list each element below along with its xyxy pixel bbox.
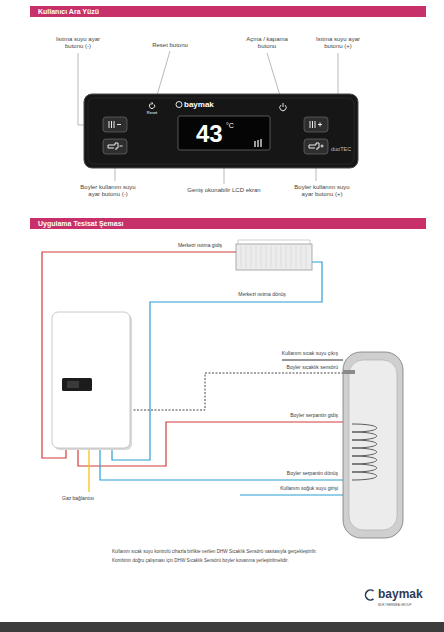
group-name: BDR THERMEA GROUP (378, 604, 411, 607)
panel-button (304, 139, 328, 154)
button-icon (176, 102, 182, 108)
button-icon (108, 102, 324, 151)
button-icon (309, 143, 324, 150)
pipe-label: Gaz bağlantısı (62, 496, 94, 502)
control-panel (88, 98, 354, 164)
section-header: Kullanıcı Ara Yüzü (30, 6, 426, 17)
radiator (236, 240, 312, 270)
radiator (241, 246, 306, 268)
brand-logo: baymak (378, 588, 423, 602)
pipe-line (130, 373, 343, 410)
radiator (241, 246, 306, 268)
button-icon (149, 103, 154, 108)
panel-button (103, 117, 328, 154)
panel-button (304, 117, 328, 132)
boiler (62, 378, 92, 391)
hot-water-tank (352, 424, 377, 480)
boiler (67, 381, 79, 388)
pipe-label: Kullanım sıcak suyu çıkış (228, 351, 338, 357)
section-title: Uygulama Tesisat Şeması (38, 218, 426, 229)
control-panel (84, 94, 358, 168)
hot-water-tank (343, 352, 403, 538)
footer-bar (0, 622, 444, 632)
radiator (238, 240, 310, 244)
callout-label: Isıtma suyu ayar butonu (+) (312, 36, 364, 50)
note: Kombinin doğru çalışması için DHW Sıcakl… (112, 558, 289, 563)
button-icon (310, 121, 322, 128)
lcd-screen (255, 139, 261, 147)
panel-button (103, 139, 127, 154)
pipe-line (42, 252, 236, 458)
callout-label: Boyler kullanım suyu ayar butonu (-) (75, 184, 141, 198)
hot-water-tank (343, 370, 355, 374)
button-text: Reset (140, 111, 164, 116)
pipe-label: Boyler sıcaklık sensörü (228, 365, 338, 371)
control-panel (84, 94, 358, 168)
pipe-label: Merkezi ısıtma dönüş (207, 292, 317, 298)
pipe-line (282, 359, 343, 360)
button-icon (152, 102, 154, 104)
pipe-label: Boyler serpantin dönüş (228, 471, 338, 477)
pipe-line (42, 252, 343, 495)
brand-logo: baymak (184, 100, 214, 109)
pipe-label: Kullanım soğuk suyu girişi (228, 486, 338, 492)
radiator (236, 244, 312, 270)
button-icon (109, 121, 121, 128)
boiler (52, 312, 130, 448)
lcd-unit: °C (226, 122, 234, 130)
lcd-digits: 43 (196, 120, 223, 148)
pipe-line (100, 448, 343, 480)
section-title: Kullanıcı Ara Yüzü (38, 6, 426, 17)
model-name: duoTEC (331, 146, 351, 152)
lcd-screen (178, 116, 270, 150)
lcd-screen (178, 116, 270, 150)
hot-water-tank (349, 360, 397, 530)
pipe-line (88, 448, 89, 492)
section-header: Uygulama Tesisat Şeması (30, 218, 426, 229)
callout-label: Açma / kapama butonu (243, 36, 291, 50)
lcd-screen (255, 139, 261, 147)
hot-water-tank (343, 352, 403, 538)
callout-label: Isıtma suyu ayar butonu (-) (52, 36, 104, 50)
panel-button (103, 117, 127, 132)
pipe-line (112, 262, 322, 460)
logo-mark (366, 590, 374, 600)
pipe-line (240, 494, 343, 495)
callout-label: Boyler kullanım suyu ayar butonu (+) (289, 184, 355, 198)
logo-mark (366, 590, 374, 600)
pipe-label: Boyler serpantin gidiş (228, 413, 338, 419)
pipe-label: Merkezi ısıtma gidiş (145, 243, 255, 249)
note: Kullanım sıcak suyu kontrolü cihazla bir… (112, 549, 317, 554)
callout-label: Geniş okunabilir LCD ekran (164, 187, 284, 194)
boiler (52, 312, 132, 450)
button-icon (108, 143, 123, 150)
button-icon (283, 103, 284, 107)
callout-label: Reset butonu (130, 42, 210, 49)
